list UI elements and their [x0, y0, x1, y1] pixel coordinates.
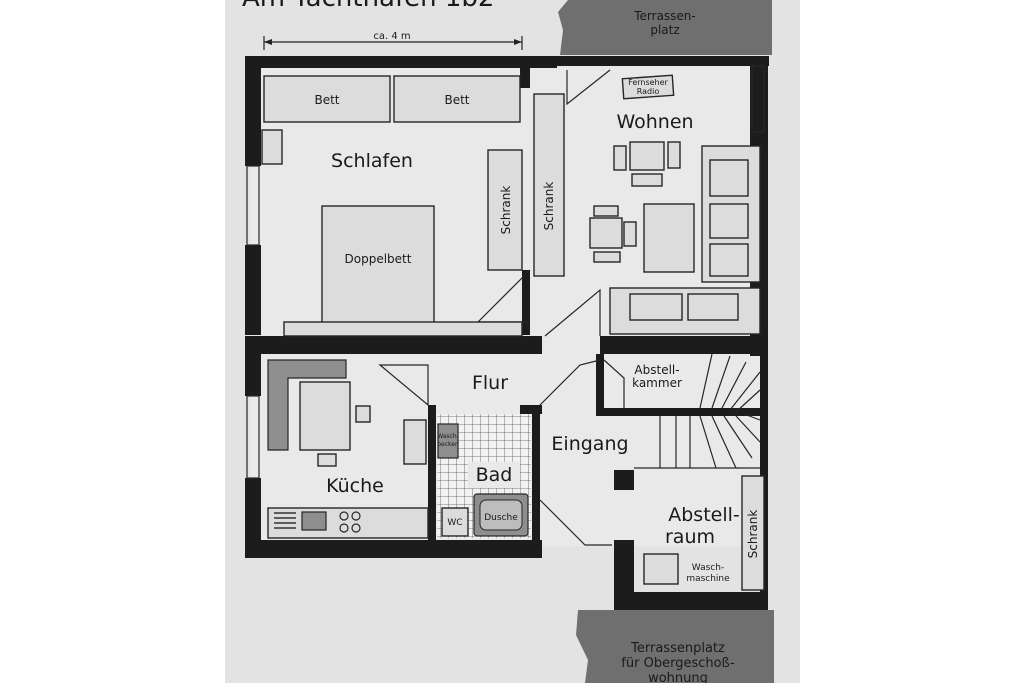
terrace-top-line1: Terrassen-: [633, 9, 696, 23]
washing-machine: [643, 553, 679, 585]
plan-title: Am Yachthafen 1b2: [242, 0, 494, 13]
nightstand: [261, 129, 283, 165]
wc: [441, 507, 469, 537]
terrace-bottom-line2: für Obergeschoß-: [621, 656, 735, 671]
bad-label-bg: [468, 462, 520, 488]
windows: [246, 65, 765, 479]
closet-door: [603, 359, 625, 408]
washbasin-line2: becken: [437, 441, 459, 448]
washing-machine-line2: maschine: [686, 574, 730, 584]
terrace-top: [558, 0, 772, 55]
bed-right-label: Bett: [444, 93, 469, 107]
terrace-bottom: [576, 610, 774, 683]
bed-right: [393, 75, 521, 123]
wardrobe-bedroom-label: Schrank: [499, 186, 513, 235]
room-bad: Bad: [476, 464, 513, 486]
kitchen-chair-right: [355, 405, 371, 423]
kitchen-table: [299, 381, 351, 451]
double-bed: [321, 205, 435, 327]
washbasin: [437, 423, 459, 459]
kitchen-counter-corner: [267, 359, 347, 451]
kitchen-cabinet: [403, 419, 427, 465]
abstellraum-line1: Abstell-: [668, 504, 740, 526]
room-flur: Flur: [472, 372, 508, 394]
sofa-right: [701, 145, 761, 283]
bed-left: [263, 75, 391, 123]
washing-machine-line1: Wasch-: [692, 563, 724, 573]
tv-radio-line1: Fernseher: [628, 78, 668, 87]
dining-set-lower: [589, 205, 637, 263]
wardrobe-living-label: Schrank: [542, 182, 556, 231]
sofa-bottom: [609, 287, 761, 335]
dimension-label: ca. 4 m: [373, 31, 410, 42]
wardrobe-bedroom: [487, 149, 523, 271]
wc-label: WC: [447, 518, 462, 528]
shower-label: Dusche: [484, 513, 518, 523]
tv-radio-line2: Radio: [637, 87, 660, 96]
terrace-bottom-line3: wohnung: [648, 671, 708, 683]
room-schlafen: Schlafen: [331, 150, 413, 172]
tv-radio: [621, 74, 675, 100]
dimension-line: [263, 36, 523, 50]
bedroom-bench: [283, 321, 523, 337]
terrace-bottom-line1: Terrassenplatz: [630, 641, 725, 656]
wardrobe-living: [533, 93, 565, 277]
shower-tray: [479, 499, 523, 531]
washbasin-line1: Wasch-: [437, 433, 459, 440]
abstellraum-line2: raum: [665, 526, 715, 548]
coffee-table: [643, 203, 695, 273]
wardrobe-storage-label: Schrank: [746, 510, 760, 559]
abstellkammer-line1: Abstell-: [634, 363, 679, 377]
dining-set-upper: [613, 141, 681, 187]
room-wohnen: Wohnen: [616, 111, 693, 133]
abstellkammer-line2: kammer: [632, 376, 682, 390]
sink-icon: [274, 511, 327, 531]
kitchen-chair-bottom: [317, 453, 337, 467]
bed-left-label: Bett: [314, 93, 339, 107]
staircase: [634, 353, 761, 469]
double-bed-label: Doppelbett: [345, 252, 412, 266]
stove-icon: [339, 511, 361, 533]
room-kueche: Küche: [326, 475, 384, 497]
terrace-top-line2: platz: [650, 23, 679, 37]
room-eingang: Eingang: [551, 433, 628, 455]
wardrobe-storage: [741, 475, 765, 591]
